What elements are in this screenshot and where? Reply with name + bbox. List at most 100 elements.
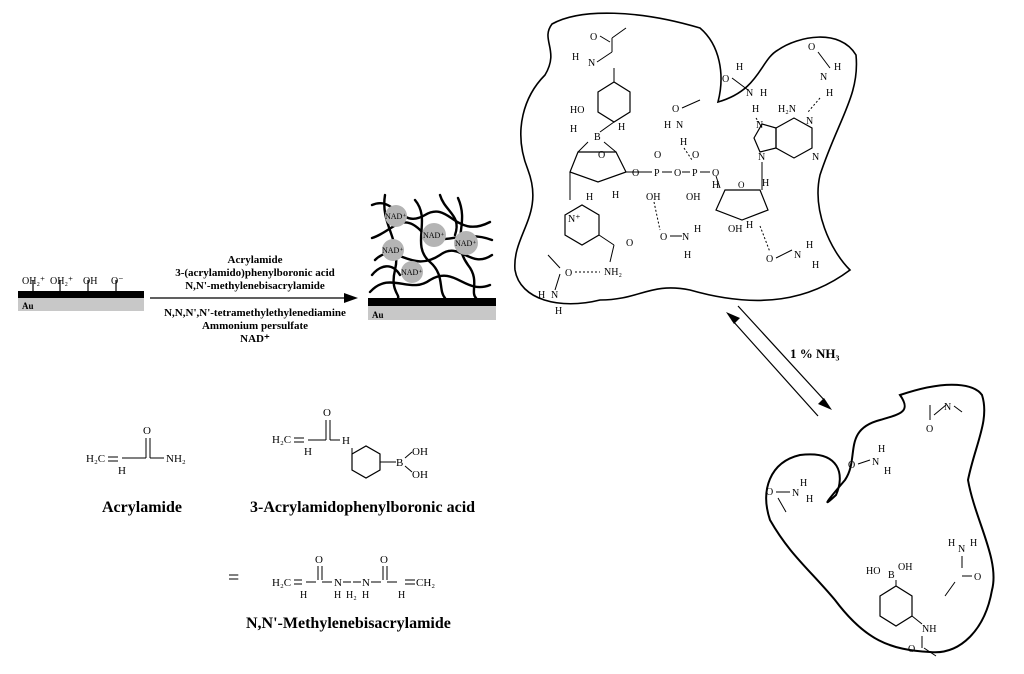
svg-text:O: O — [808, 42, 815, 53]
empty-imprinted-cavity: O N O N H H O N H H H N H O B OH HO NH O — [765, 383, 995, 657]
svg-text:O: O — [848, 460, 855, 471]
equals-sign: = — [228, 567, 239, 589]
svg-text:CH₂: CH₂ — [416, 577, 435, 589]
svg-text:O: O — [143, 425, 151, 437]
svg-text:H: H — [746, 220, 753, 231]
reagent-temed: N,N,N',N'-tetramethylethylenediamine — [164, 307, 346, 319]
equilibrium-label: 1 % NH₃ — [790, 346, 840, 361]
surface-group-2: OH₂⁺ — [50, 276, 73, 287]
svg-text:OH: OH — [686, 192, 700, 203]
svg-text:P: P — [654, 168, 660, 179]
svg-text:O: O — [908, 644, 915, 655]
svg-text:NH: NH — [922, 624, 936, 635]
svg-text:H: H — [586, 192, 593, 203]
svg-text:O: O — [315, 554, 323, 566]
svg-text:O: O — [674, 168, 681, 179]
svg-text:O: O — [974, 572, 981, 583]
acrylamide-structure: H₂C H O NH₂ Acrylamide — [86, 425, 186, 516]
svg-text:NH₂: NH₂ — [604, 267, 622, 278]
svg-text:H: H — [398, 590, 405, 601]
polymerization-arrow — [150, 293, 358, 303]
svg-text:H: H — [342, 435, 350, 447]
hydrogel-film: Au NAD⁺ NAD⁺ NAD⁺ NAD⁺ — [368, 193, 496, 320]
svg-text:HO: HO — [866, 566, 880, 577]
nad-template-2: NAD⁺ — [422, 223, 446, 247]
svg-text:NAD⁺: NAD⁺ — [385, 212, 407, 221]
svg-text:OH: OH — [412, 446, 428, 458]
svg-text:H: H — [760, 88, 767, 99]
svg-text:HO: HO — [570, 105, 584, 116]
svg-text:H: H — [555, 306, 562, 317]
svg-text:N: N — [820, 72, 827, 83]
svg-text:O: O — [323, 407, 331, 419]
svg-text:N: N — [758, 152, 765, 163]
svg-text:NH₂: NH₂ — [166, 453, 186, 465]
svg-text:H: H — [878, 444, 885, 455]
svg-text:N: N — [872, 457, 879, 468]
surface-group-3: OH — [83, 276, 97, 287]
reagent-nad: NAD⁺ — [240, 333, 270, 345]
svg-text:H: H — [752, 104, 759, 115]
svg-text:N: N — [756, 120, 763, 131]
svg-text:N: N — [792, 488, 799, 499]
svg-text:H: H — [118, 465, 126, 477]
svg-text:H: H — [800, 478, 807, 489]
svg-text:N: N — [334, 577, 342, 589]
svg-text:N: N — [958, 544, 965, 555]
gold-label-bare: Au — [22, 301, 34, 311]
boronic-acid-structure: H₂C H O H N B OH OH 3-Acrylamidophenylbo… — [250, 407, 475, 516]
svg-text:H: H — [694, 224, 701, 235]
svg-text:H: H — [826, 88, 833, 99]
svg-text:H: H — [806, 240, 813, 251]
svg-text:H: H — [618, 122, 625, 133]
svg-text:OH: OH — [646, 192, 660, 203]
svg-text:N: N — [746, 88, 753, 99]
svg-text:H: H — [300, 590, 307, 601]
reagent-boronic-acid: 3-(acrylamido)phenylboronic acid — [175, 267, 335, 279]
svg-text:H: H — [684, 250, 691, 261]
svg-text:P: P — [692, 168, 698, 179]
svg-text:H: H — [570, 124, 577, 135]
svg-text:O: O — [722, 74, 729, 85]
reagent-crosslinker: N,N'-methylenebisacrylamide — [185, 280, 325, 292]
svg-text:O: O — [766, 487, 773, 498]
nad-template-3: NAD⁺ — [382, 239, 404, 261]
bare-gold-substrate: Au OH₂⁺ OH₂⁺ OH O⁻ — [18, 276, 144, 311]
svg-text:H: H — [538, 290, 545, 301]
svg-text:B: B — [888, 570, 895, 581]
svg-text:N: N — [551, 290, 558, 301]
svg-text:N: N — [794, 250, 801, 261]
svg-text:H: H — [712, 180, 719, 191]
reagents-below-arrow: N,N,N',N'-tetramethylethylenediamine Amm… — [140, 307, 370, 346]
svg-text:NAD⁺: NAD⁺ — [455, 239, 477, 248]
svg-text:N: N — [676, 120, 683, 131]
svg-text:H: H — [736, 62, 743, 73]
svg-text:OH: OH — [728, 224, 742, 235]
nad-template-5: NAD⁺ — [401, 261, 423, 283]
imprinted-cavity-with-nad: H N O HO B H H O H H N⁺ O NH₂ O H N H — [514, 12, 858, 317]
svg-text:H: H — [948, 538, 955, 549]
svg-text:O: O — [598, 150, 605, 161]
svg-text:O: O — [766, 254, 773, 265]
svg-text:H₂N: H₂N — [778, 104, 796, 115]
svg-text:H: H — [334, 590, 341, 601]
svg-text:N: N — [944, 402, 951, 413]
nad-template-4: NAD⁺ — [454, 231, 478, 255]
svg-text:O: O — [692, 150, 699, 161]
svg-text:O: O — [660, 232, 667, 243]
svg-text:O: O — [626, 238, 633, 249]
svg-text:N: N — [588, 58, 595, 69]
svg-text:O: O — [712, 168, 719, 179]
svg-text:H: H — [884, 466, 891, 477]
svg-text:O: O — [926, 424, 933, 435]
svg-text:N: N — [362, 577, 370, 589]
svg-text:NAD⁺: NAD⁺ — [423, 231, 445, 240]
svg-text:H₂C: H₂C — [86, 453, 105, 465]
svg-text:H₂C: H₂C — [272, 434, 291, 446]
svg-text:O: O — [565, 268, 572, 279]
svg-text:O: O — [380, 554, 388, 566]
crosslinker-structure: H₂C H O N H H₂ N H O H CH₂ N,N'-Methylen… — [246, 554, 451, 632]
svg-text:H: H — [362, 590, 369, 601]
svg-text:H: H — [834, 62, 841, 73]
